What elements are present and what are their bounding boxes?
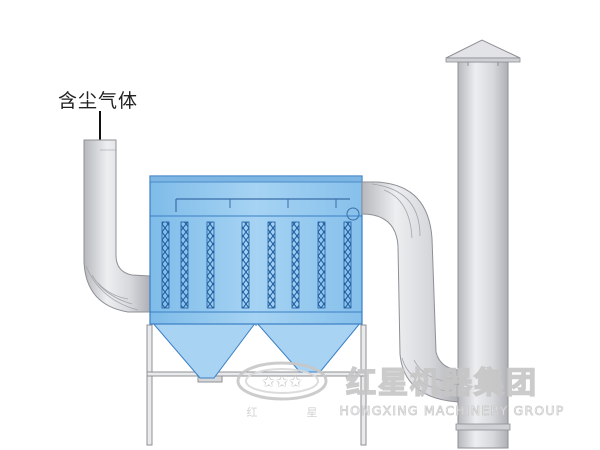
watermark-small-left: 红 xyxy=(247,406,258,419)
hoppers xyxy=(150,321,363,379)
watermark: ✩✩✩ 红星机器集团 HONGXING MACHINERY GROUP 红 星 xyxy=(236,361,565,419)
watermark-logo-icon: ✩✩✩ xyxy=(236,361,328,401)
watermark-small-right: 星 xyxy=(307,406,318,419)
filter-housing xyxy=(149,175,363,325)
watermark-brand-en: HONGXING MACHINERY GROUP xyxy=(340,403,565,418)
inlet-pipe xyxy=(83,139,151,313)
exhaust-stack xyxy=(445,39,521,449)
watermark-brand-cn: 红星机器集团 xyxy=(346,366,538,401)
svg-text:✩✩✩: ✩✩✩ xyxy=(262,372,303,391)
support-frame xyxy=(146,324,367,446)
filter-bags xyxy=(161,221,352,309)
inlet-label: 含尘气体 xyxy=(58,90,139,112)
